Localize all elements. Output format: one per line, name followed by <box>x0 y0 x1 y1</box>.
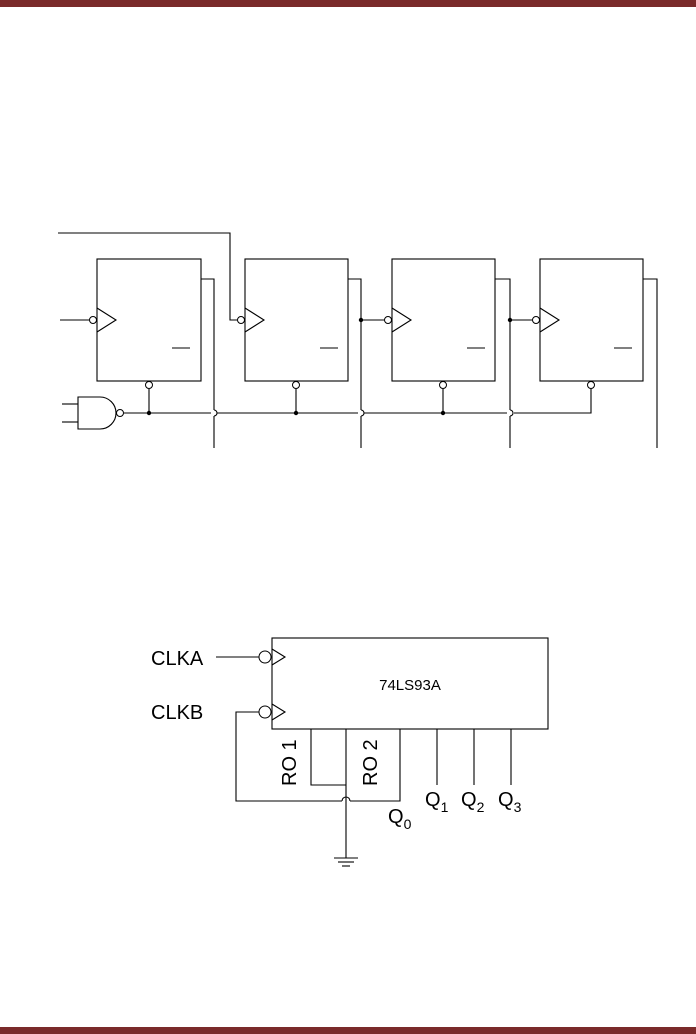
chip-label: 74LS93A <box>379 677 441 694</box>
q-output-wire <box>348 278 362 410</box>
header-accent-bar <box>0 0 696 7</box>
reset-wire <box>514 389 592 414</box>
wire-crossover <box>360 409 365 417</box>
q2-label: Q2 <box>461 789 485 815</box>
q-output-wire <box>643 278 658 448</box>
q0-label: Q0 <box>388 806 412 832</box>
flip-flop-3 <box>391 258 496 382</box>
clkb-label: CLKB <box>151 702 203 724</box>
inversion-bubble-icon <box>258 705 272 719</box>
inversion-bubble-icon <box>292 381 300 389</box>
flip-flop-4 <box>539 258 644 382</box>
ro1-label: RO 1 <box>279 739 301 786</box>
clock-input-icon <box>244 307 266 333</box>
junction-dot <box>293 410 299 416</box>
inversion-bubble-icon <box>237 316 245 324</box>
ripple-counter-diagram <box>58 232 658 448</box>
wire-crossover <box>509 409 514 417</box>
ic-74ls93a-diagram: 74LS93A CLKA CLKB RO 1 RO 2 Q0 Q1 Q2 <box>151 637 549 867</box>
inversion-bubble-icon <box>439 381 447 389</box>
flip-flop-2 <box>244 258 349 382</box>
chip-body <box>271 637 549 730</box>
clock-input-icon <box>271 703 287 721</box>
nand-gate-icon <box>62 396 124 430</box>
wire-crossover <box>213 409 218 417</box>
inversion-bubble-icon <box>532 316 540 324</box>
q0-output-wire <box>350 729 401 802</box>
inversion-bubble-icon <box>89 316 97 324</box>
junction-dot <box>146 410 152 416</box>
inversion-bubble-icon <box>587 381 595 389</box>
q-output-wire <box>495 278 511 410</box>
ro2-label: RO 2 <box>360 739 382 786</box>
q3-label: Q3 <box>498 789 522 815</box>
clock-input-icon <box>96 307 118 333</box>
clock-input-icon <box>391 307 413 333</box>
inversion-bubble-icon <box>145 381 153 389</box>
inversion-bubble-icon <box>384 316 392 324</box>
q1-label: Q1 <box>425 789 449 815</box>
clka-label: CLKA <box>151 648 204 670</box>
clkb-feedback-wire <box>235 711 342 802</box>
clock-input-icon <box>539 307 561 333</box>
ro1-wire <box>310 729 346 786</box>
clock-wire <box>58 232 237 321</box>
inversion-bubble-icon <box>258 650 272 664</box>
junction-dot <box>440 410 446 416</box>
clock-input-icon <box>271 648 287 666</box>
flip-flop-1 <box>96 258 202 382</box>
q-output-wire <box>201 278 215 410</box>
footer-accent-bar <box>0 1027 696 1034</box>
ground-icon <box>334 857 358 867</box>
